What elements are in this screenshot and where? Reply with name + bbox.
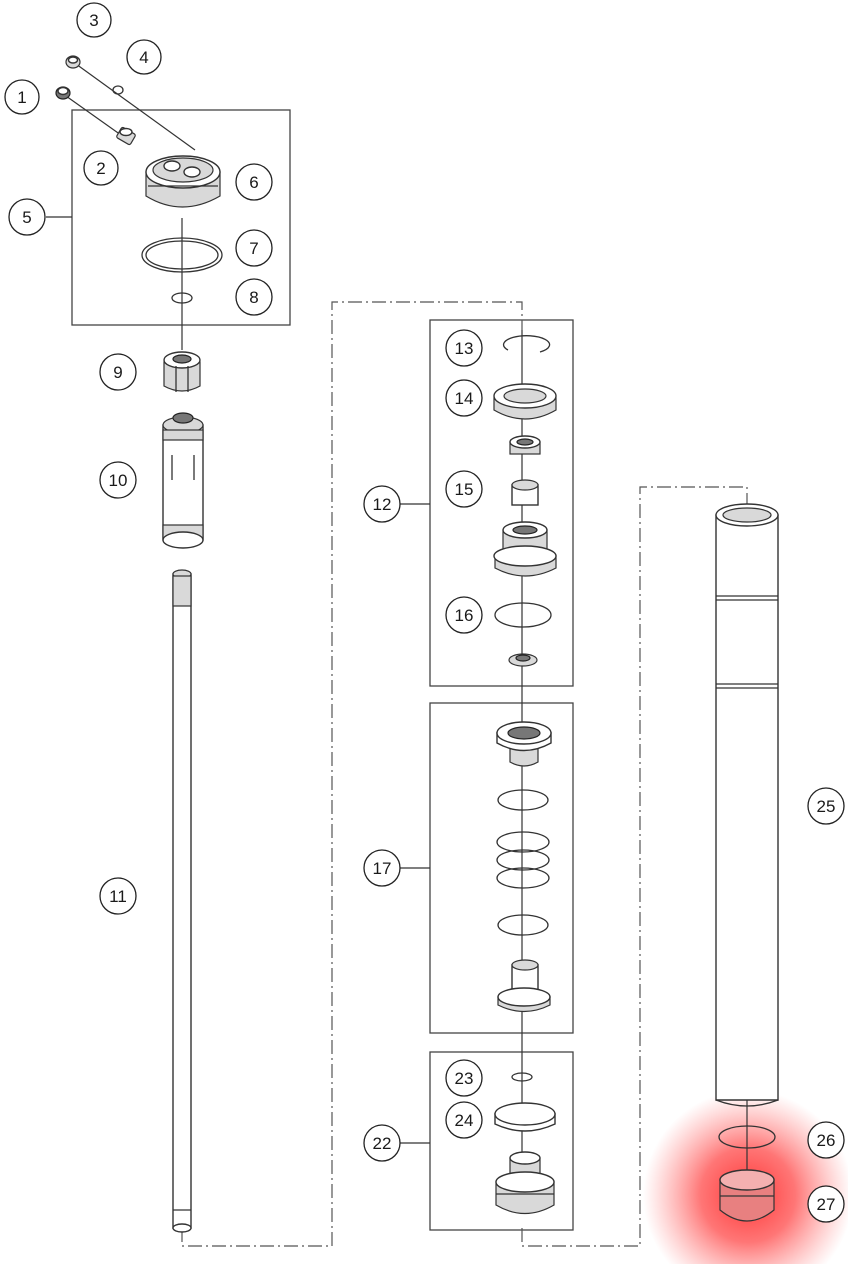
part-9-nut bbox=[163, 351, 201, 392]
part-4-oring bbox=[112, 85, 124, 95]
callout-1: 1 bbox=[4, 79, 40, 115]
callout-26: 26 bbox=[807, 1121, 845, 1159]
part-11-piston-rod bbox=[172, 569, 192, 1233]
part-13-circlip bbox=[502, 335, 551, 353]
svg-text:3: 3 bbox=[89, 11, 98, 30]
callout-10: 10 bbox=[99, 461, 137, 499]
callout-8: 8 bbox=[235, 278, 273, 316]
group-box-12 bbox=[429, 319, 574, 687]
svg-text:16: 16 bbox=[455, 606, 474, 625]
part-27-bottom-plug bbox=[719, 1169, 775, 1222]
part-17-spring bbox=[496, 831, 550, 889]
part-12-cartridge-cap bbox=[493, 521, 557, 577]
part-26-oring bbox=[718, 1125, 776, 1149]
group-box-17 bbox=[429, 702, 574, 1034]
part-24-ring bbox=[494, 1102, 556, 1132]
part-25-outer-tube bbox=[715, 503, 779, 1107]
svg-text:14: 14 bbox=[455, 389, 474, 408]
svg-text:10: 10 bbox=[109, 471, 128, 490]
part-7-oring-inner bbox=[145, 240, 219, 270]
svg-text:7: 7 bbox=[249, 239, 258, 258]
callout-5: 5 bbox=[8, 198, 46, 236]
svg-text:12: 12 bbox=[373, 495, 392, 514]
svg-text:5: 5 bbox=[22, 208, 31, 227]
callout-2: 2 bbox=[83, 150, 119, 186]
part-14-seal-head bbox=[493, 383, 557, 420]
part-15-bushing bbox=[511, 479, 539, 506]
callout-16: 16 bbox=[445, 596, 483, 634]
callout-9: 9 bbox=[99, 353, 137, 391]
part-17-shim-b bbox=[497, 914, 549, 936]
part-2-adjuster bbox=[116, 126, 136, 146]
callout-23: 23 bbox=[445, 1059, 483, 1097]
callout-17: 17 bbox=[363, 849, 401, 887]
svg-text:11: 11 bbox=[109, 887, 127, 906]
callout-11: 11 bbox=[99, 877, 137, 915]
part-7-oring bbox=[141, 237, 223, 273]
part-14-bushing bbox=[509, 435, 541, 455]
callout-12: 12 bbox=[363, 485, 401, 523]
callout-24: 24 bbox=[445, 1101, 483, 1139]
svg-text:23: 23 bbox=[455, 1069, 474, 1088]
callout-4: 4 bbox=[126, 39, 162, 75]
svg-text:2: 2 bbox=[96, 159, 105, 178]
callout-15: 15 bbox=[445, 470, 483, 508]
svg-text:8: 8 bbox=[249, 288, 258, 307]
callout-6: 6 bbox=[235, 163, 273, 201]
callout-3: 3 bbox=[76, 2, 112, 38]
svg-text:6: 6 bbox=[249, 173, 258, 192]
group-box-22 bbox=[429, 1051, 574, 1231]
svg-text:26: 26 bbox=[817, 1131, 836, 1150]
svg-text:13: 13 bbox=[455, 339, 474, 358]
svg-text:17: 17 bbox=[373, 859, 392, 878]
part-1-screw bbox=[55, 86, 129, 141]
part-16-washer bbox=[508, 653, 538, 667]
svg-text:22: 22 bbox=[373, 1134, 392, 1153]
svg-text:24: 24 bbox=[455, 1111, 474, 1130]
connection-line-rod-to-cartridge bbox=[181, 301, 523, 1247]
part-16-oring bbox=[494, 602, 552, 628]
callout-7: 7 bbox=[235, 229, 273, 267]
svg-text:25: 25 bbox=[817, 797, 836, 816]
callout-22: 22 bbox=[363, 1124, 401, 1162]
part-17-valve-base bbox=[497, 959, 551, 1013]
connection-line-cartridge-to-tube bbox=[521, 486, 748, 1247]
callout-27: 27 bbox=[807, 1185, 845, 1223]
svg-text:9: 9 bbox=[113, 363, 122, 382]
callout-25: 25 bbox=[807, 787, 845, 825]
part-22-base-valve bbox=[495, 1151, 555, 1214]
svg-text:27: 27 bbox=[817, 1195, 836, 1214]
svg-text:1: 1 bbox=[17, 88, 26, 107]
callout-13: 13 bbox=[445, 329, 483, 367]
svg-text:15: 15 bbox=[455, 480, 474, 499]
part-6-fork-cap bbox=[145, 155, 221, 208]
part-17-valve-body bbox=[496, 721, 552, 767]
svg-text:4: 4 bbox=[139, 48, 148, 67]
part-10-cylinder bbox=[162, 412, 204, 549]
callout-14: 14 bbox=[445, 379, 483, 417]
part-23-washer bbox=[511, 1072, 533, 1082]
part-17-shim-a bbox=[497, 789, 549, 811]
part-3-screw bbox=[65, 55, 196, 151]
part-8-oring bbox=[171, 292, 193, 304]
